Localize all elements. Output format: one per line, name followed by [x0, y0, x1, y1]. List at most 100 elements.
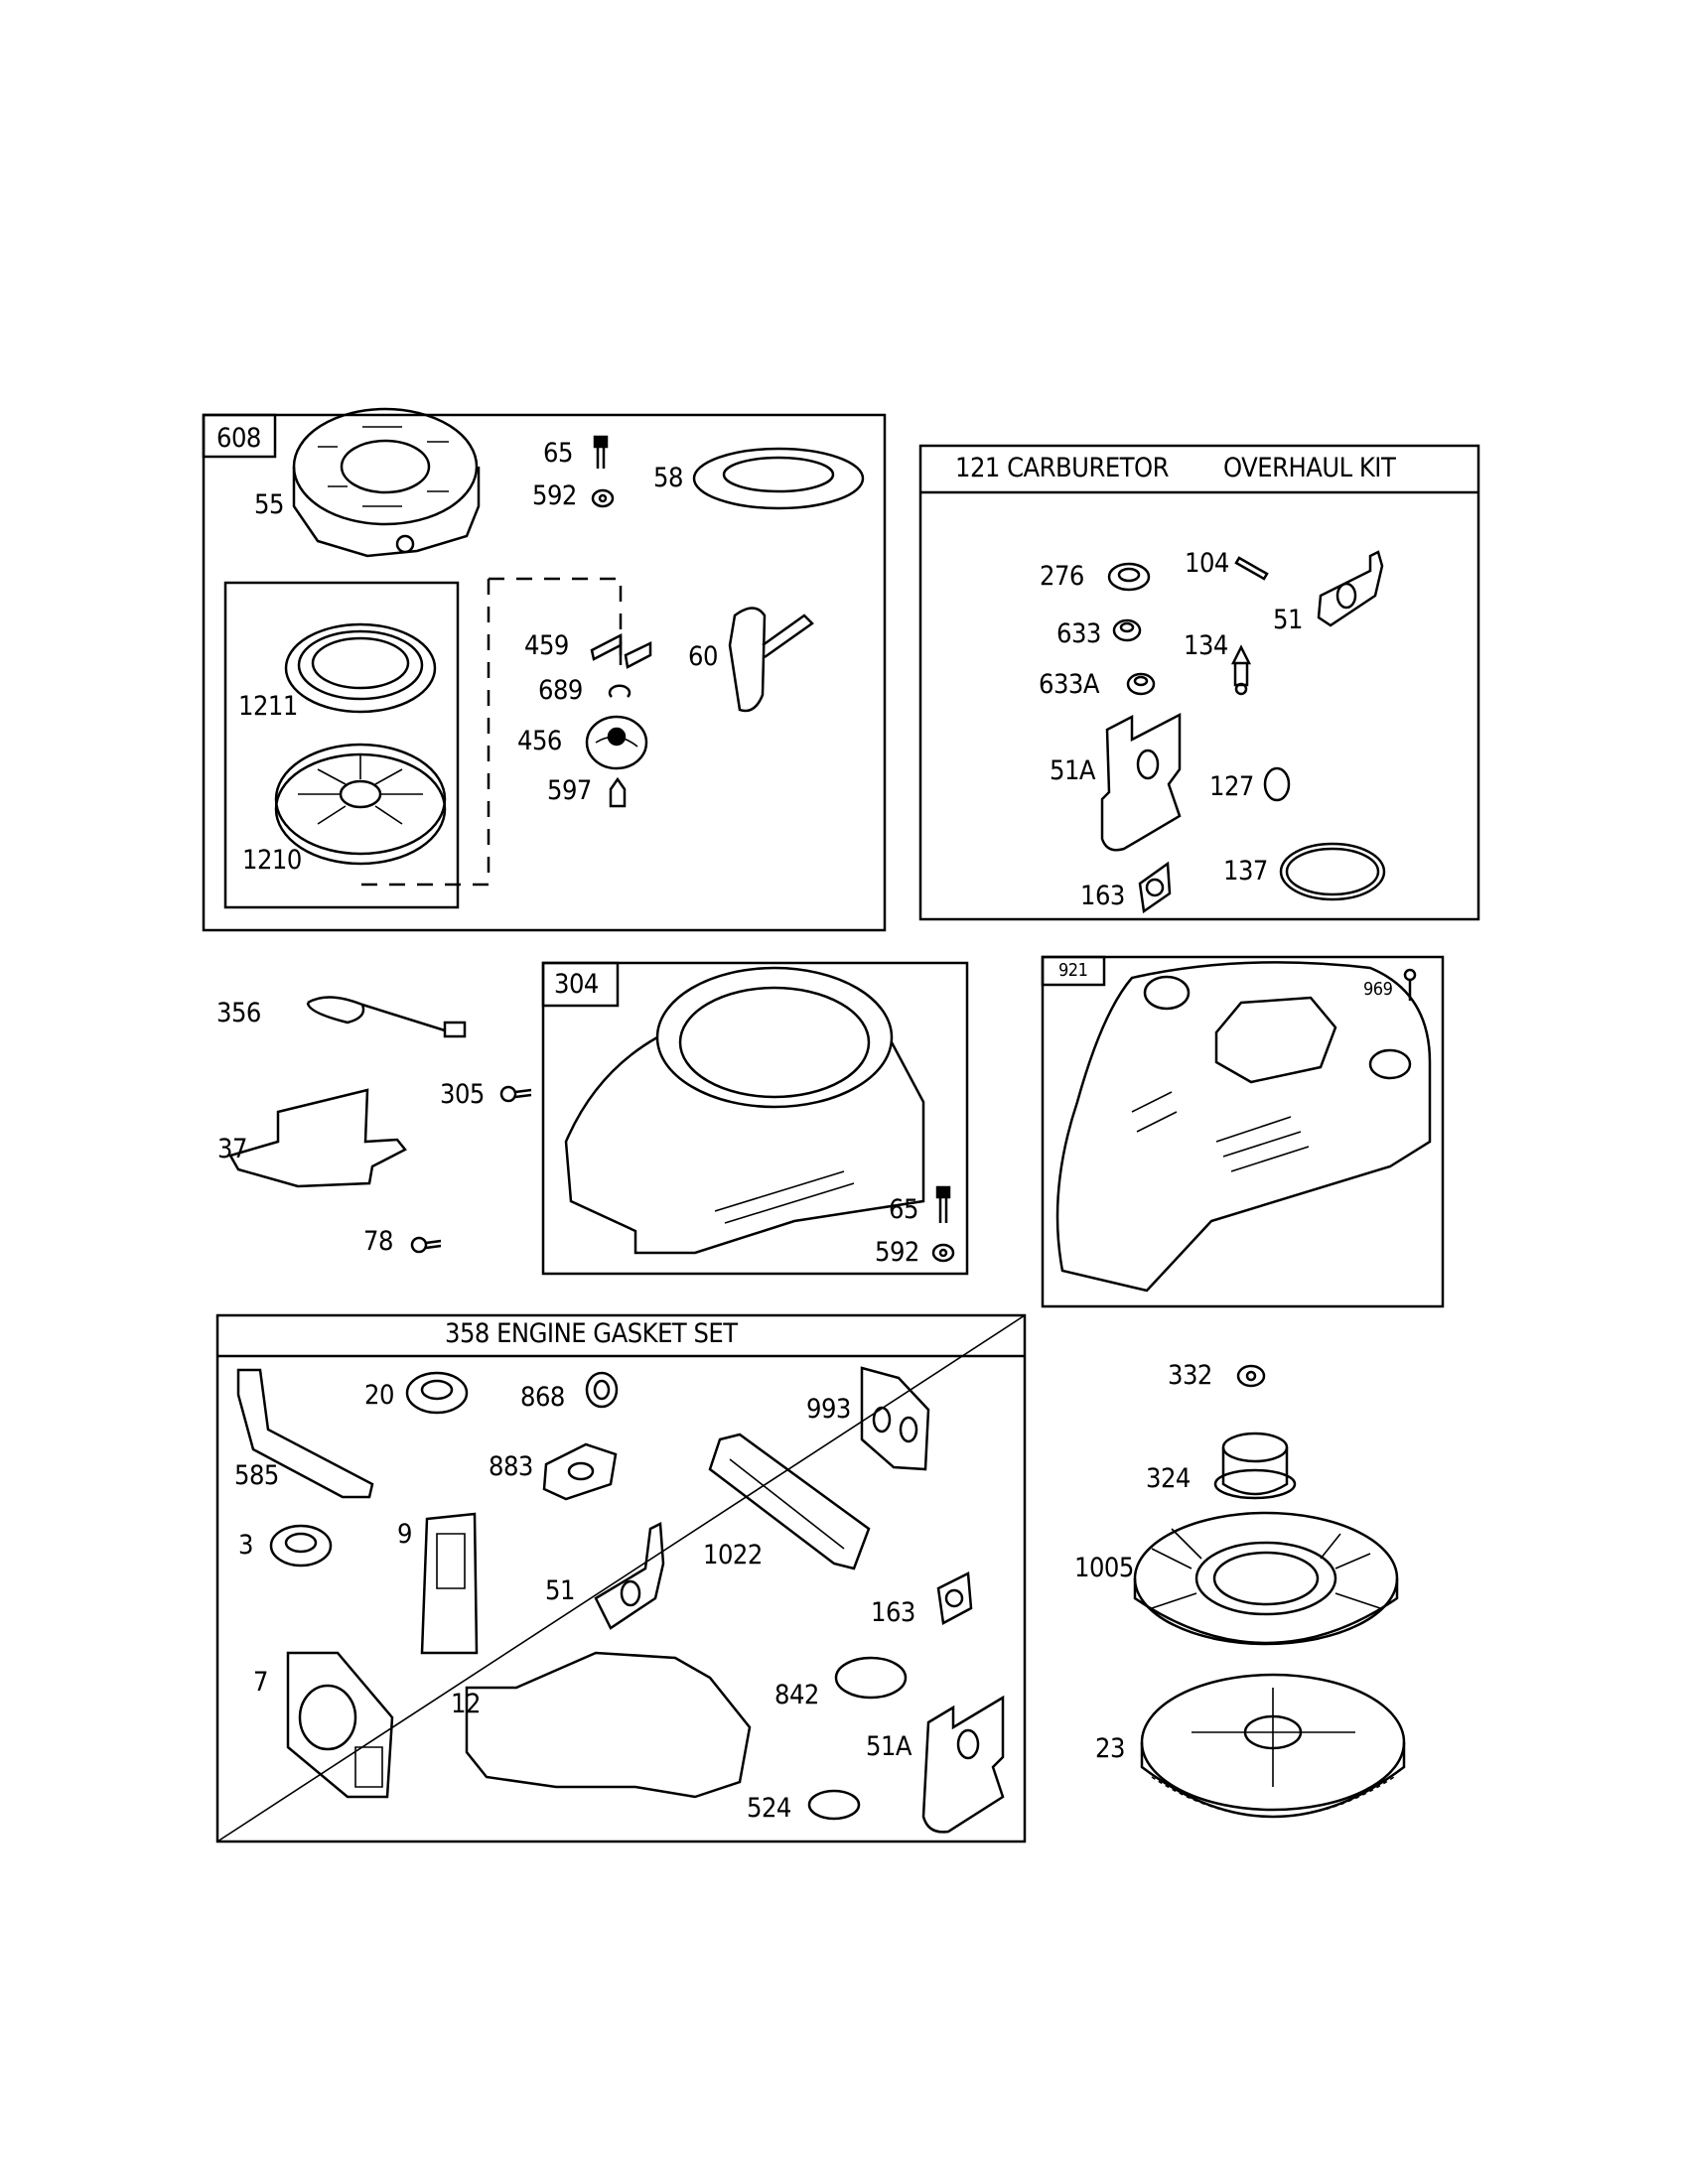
blower-housing-group-box — [541, 961, 969, 1276]
callout-51-set: 51 — [545, 1575, 575, 1606]
rewind-spring-part-1211 — [284, 622, 437, 714]
callout-78: 78 — [363, 1226, 393, 1257]
callout-1210: 1210 — [242, 845, 302, 876]
callout-20: 20 — [364, 1380, 394, 1411]
engine-gasket-set-title: 358 ENGINE GASKET SET — [445, 1318, 738, 1349]
screw-part-305 — [499, 1085, 532, 1103]
callout-842: 842 — [774, 1680, 819, 1710]
group-tag-box-304 — [541, 961, 620, 1008]
starter-handle-part-60 — [728, 607, 814, 713]
callout-1005: 1005 — [1074, 1553, 1134, 1583]
callout-592: 592 — [532, 480, 577, 511]
inlet-needle-part-134 — [1230, 644, 1252, 696]
washer-part-276 — [1107, 562, 1151, 592]
callout-51: 51 — [1273, 605, 1303, 635]
rewind-starter-group-box — [202, 413, 887, 932]
ignition-wire-part-356 — [306, 996, 467, 1038]
callout-332: 332 — [1168, 1360, 1212, 1391]
engine-cover-group-box — [1041, 955, 1445, 1308]
callout-633a: 633A — [1039, 669, 1099, 700]
nut-part-592 — [591, 488, 615, 508]
callout-356: 356 — [216, 998, 261, 1028]
gasket-part-993 — [860, 1366, 930, 1471]
group-tag-304: 304 — [554, 969, 599, 1000]
group-tag-608: 608 — [216, 423, 261, 454]
seal-part-633a — [1126, 672, 1156, 696]
bolt-part-65-housing — [935, 1185, 951, 1223]
callout-65: 65 — [543, 438, 573, 469]
screw-part-78 — [410, 1236, 442, 1254]
callout-276: 276 — [1040, 561, 1084, 592]
o-ring-part-137 — [1279, 842, 1386, 901]
flywheel-fan-part-1005 — [1133, 1511, 1399, 1646]
oil-seal-part-20 — [405, 1371, 469, 1415]
group-tag-box-921 — [1041, 955, 1106, 987]
callout-597: 597 — [547, 775, 592, 806]
callout-51a-set: 51A — [866, 1731, 912, 1762]
group-tag-921: 921 — [1058, 960, 1088, 981]
nut-part-332 — [1236, 1364, 1266, 1388]
group-tag-box-608 — [202, 413, 277, 459]
gasket-part-51-set — [594, 1522, 665, 1630]
callout-51a: 51A — [1050, 755, 1096, 786]
ratchet-part-456 — [585, 715, 648, 770]
callout-305: 305 — [440, 1079, 485, 1110]
callout-883: 883 — [489, 1451, 533, 1482]
callout-134: 134 — [1184, 630, 1228, 661]
callout-585: 585 — [234, 1460, 279, 1491]
gasket-part-585 — [236, 1368, 374, 1499]
gasket-part-163-set — [936, 1571, 973, 1625]
pin-part-104 — [1234, 556, 1269, 581]
dashed-kit-outline — [354, 577, 623, 887]
callout-459: 459 — [524, 630, 569, 661]
callout-524: 524 — [747, 1793, 791, 1824]
retainer-ring-part-689 — [608, 684, 632, 698]
callout-1022: 1022 — [703, 1540, 763, 1570]
pawl-part-459 — [590, 632, 652, 669]
blower-housing-part-304 — [564, 966, 925, 1255]
head-gasket-part-7 — [286, 1651, 394, 1799]
callout-868: 868 — [520, 1382, 565, 1413]
callout-163: 163 — [1080, 881, 1125, 911]
engine-gasket-set-diagonal — [216, 1314, 1026, 1843]
gasket-part-163 — [1138, 861, 1172, 914]
gasket-part-1022 — [708, 1433, 871, 1570]
carburetor-kit-title-suffix: OVERHAUL KIT — [1223, 453, 1396, 483]
starter-housing-part-55 — [292, 407, 481, 558]
nut-part-592-housing — [931, 1243, 955, 1263]
engine-gasket-set-group-box — [215, 1313, 1027, 1843]
callout-55: 55 — [254, 489, 284, 520]
gasket-part-51 — [1317, 550, 1384, 627]
crankcase-gasket-part-12 — [465, 1651, 752, 1799]
callout-104: 104 — [1185, 548, 1229, 579]
plug-part-127 — [1263, 766, 1291, 802]
callout-127: 127 — [1209, 771, 1254, 802]
carburetor-kit-group-box — [918, 444, 1480, 921]
callout-9: 9 — [397, 1519, 412, 1550]
callout-633: 633 — [1056, 618, 1101, 649]
callout-324: 324 — [1146, 1463, 1191, 1494]
insulator-plate-part-51a-set — [921, 1695, 1005, 1834]
callout-592-housing: 592 — [875, 1237, 919, 1268]
starter-cup-part-324 — [1213, 1432, 1297, 1500]
air-guide-part-37 — [228, 1088, 407, 1188]
callout-137: 137 — [1223, 856, 1268, 887]
o-ring-part-524 — [807, 1789, 861, 1821]
callout-60: 60 — [688, 641, 718, 672]
callout-7: 7 — [253, 1667, 268, 1698]
callout-689: 689 — [538, 675, 583, 706]
callout-969: 969 — [1363, 979, 1393, 1000]
callout-163-set: 163 — [871, 1597, 915, 1628]
callout-65-housing: 65 — [889, 1194, 918, 1225]
screw-part-969 — [1403, 968, 1417, 1001]
callout-23: 23 — [1095, 1733, 1125, 1764]
screw-part-597 — [609, 776, 627, 808]
flywheel-part-23 — [1140, 1673, 1406, 1819]
gasket-part-9 — [420, 1512, 479, 1655]
oil-seal-part-3 — [269, 1524, 333, 1568]
callout-58: 58 — [653, 463, 683, 493]
gasket-part-883 — [542, 1442, 618, 1501]
bolt-part-65 — [593, 435, 609, 469]
callout-12: 12 — [451, 1689, 481, 1719]
